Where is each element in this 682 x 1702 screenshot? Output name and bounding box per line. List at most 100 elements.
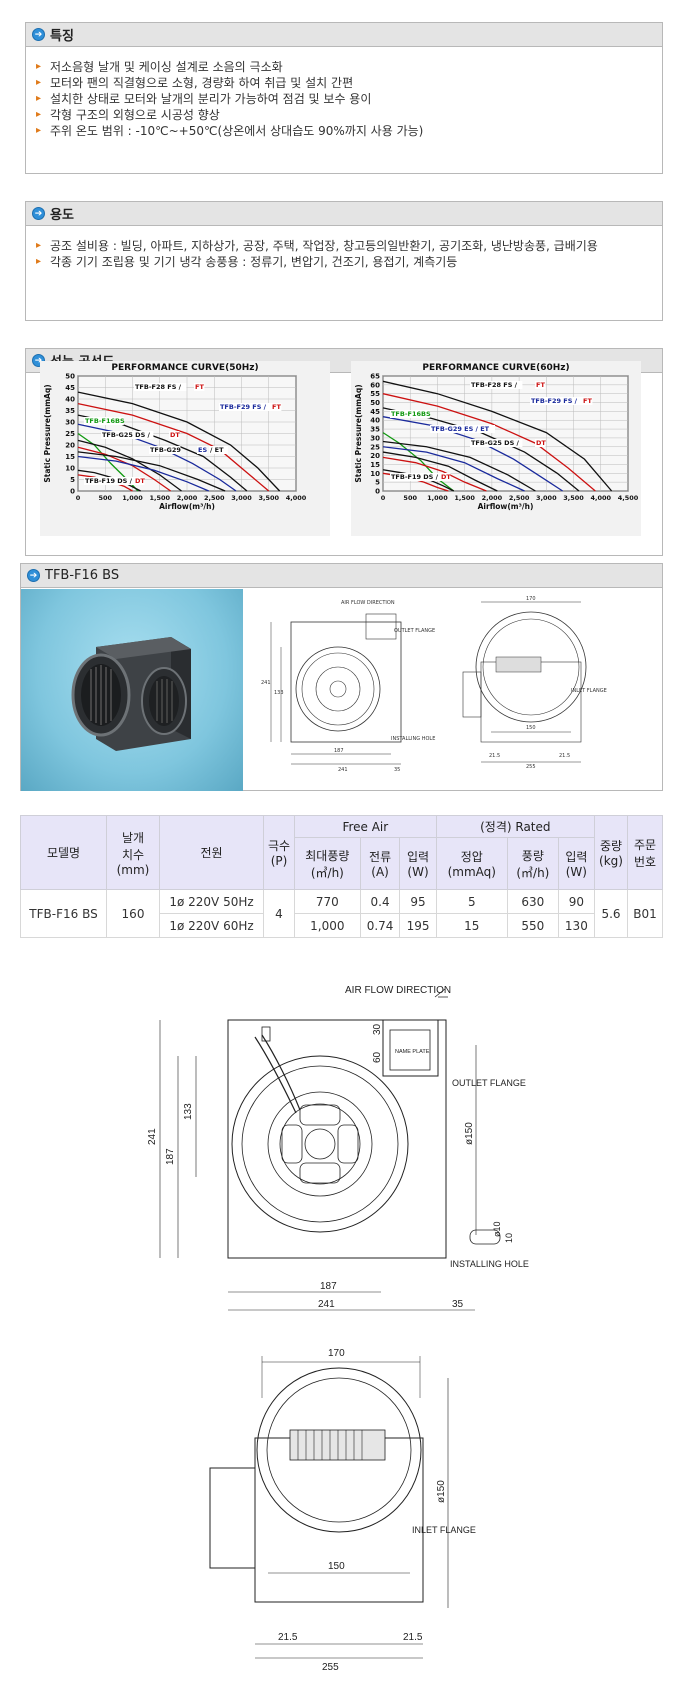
chart-title: PERFORMANCE CURVE(50Hz) <box>111 363 259 373</box>
series-label-bg <box>535 381 546 389</box>
dim-187-horizontal: 187 <box>320 1281 337 1292</box>
series-label-bg <box>390 410 430 418</box>
y-tick-label: 35 <box>65 407 75 415</box>
header-rated: (정격) Rated <box>435 815 596 838</box>
y-tick-label: 10 <box>65 465 75 473</box>
cell-current: 0.4 <box>359 889 401 914</box>
dim-187-vertical: 187 <box>165 1148 176 1165</box>
triangle-icon: ▸ <box>36 61 42 72</box>
cell-input2: 130 <box>557 913 596 938</box>
dim-241-bottom: 241 <box>338 767 348 773</box>
dim-241: 241 <box>261 680 271 686</box>
plot-area <box>382 375 629 492</box>
series-label-bg <box>84 477 137 485</box>
y-tick-label: 25 <box>65 430 75 438</box>
x-tick-label: 3,000 <box>231 494 252 502</box>
header-model: 모델명 <box>20 815 107 890</box>
series-label: DT <box>135 477 145 485</box>
cell-airflow: 630 <box>506 889 559 914</box>
usage-title: 용도 <box>50 208 74 223</box>
series-label: TFB-G29 <box>150 446 181 454</box>
outlet-flange-label: OUTLET FLANGE <box>394 628 435 634</box>
x-tick-label: 2,000 <box>482 494 503 502</box>
dim-241-vertical: 241 <box>147 1128 158 1145</box>
y-tick-label: 15 <box>370 461 380 469</box>
x-tick-label: 500 <box>98 494 112 502</box>
series-label: TFB-G25 DS / <box>471 439 520 447</box>
series-line <box>382 456 487 492</box>
series-label: TFB-F28 FS / <box>135 383 182 391</box>
dim-30: 30 <box>372 1023 383 1035</box>
features-list: ▸저소음형 날개 및 케이싱 설계로 소음의 극소화 ▸모터와 팬의 직결형으로… <box>26 47 662 139</box>
y-tick-label: 30 <box>370 434 380 442</box>
features-header: ➔ 특징 <box>26 23 662 47</box>
fan-photo-svg <box>71 637 191 751</box>
x-tick-label: 500 <box>403 494 417 502</box>
cell-input: 195 <box>399 913 437 938</box>
header-free-air: Free Air <box>294 815 437 838</box>
front-drawing-small: AIR FLOW DIRECTION 241 133 187 241 35 OU… <box>261 600 435 773</box>
header-input: 입력(W) <box>399 837 437 890</box>
inlet-flange-label: INLET FLANGE <box>571 688 607 694</box>
series-label-bg <box>101 431 154 439</box>
chart-title: PERFORMANCE CURVE(60Hz) <box>422 363 570 373</box>
header-input2: 입력(W) <box>557 837 596 890</box>
model-header: ➔ TFB-F16 BS <box>21 564 662 588</box>
x-tick-label: 2,500 <box>509 494 530 502</box>
series-label-bg <box>535 439 546 447</box>
cell-power: 1ø 220V 60Hz <box>159 913 264 938</box>
dim-170: 170 <box>526 596 536 602</box>
dim-21-5-right: 21.5 <box>403 1632 423 1643</box>
x-tick-label: 2,000 <box>177 494 198 502</box>
cell-max-airflow: 1,000 <box>294 913 361 938</box>
series-line <box>382 451 498 492</box>
dim-10: 10 <box>504 1233 514 1243</box>
cell-static: 5 <box>435 889 508 914</box>
dim-21-5-left: 21.5 <box>278 1632 298 1643</box>
y-tick-label: 5 <box>375 479 380 487</box>
dim-150: 150 <box>526 725 536 731</box>
series-line <box>77 439 182 492</box>
x-tick-label: 1,000 <box>427 494 448 502</box>
series-label: ES <box>198 446 207 454</box>
series-line <box>77 402 270 492</box>
header-power: 전원 <box>159 815 264 890</box>
x-tick-label: 1,000 <box>122 494 143 502</box>
dim-187: 187 <box>334 748 344 754</box>
series-line <box>382 416 564 492</box>
series-line <box>77 391 281 492</box>
outlet-flange-label: OUTLET FLANGE <box>452 1078 526 1088</box>
series-label: TFB-F16BS <box>391 410 431 418</box>
series-line <box>382 440 536 492</box>
dim-150-diameter: ø150 <box>464 1122 475 1145</box>
cell-static: 15 <box>435 913 508 938</box>
list-item: ▸모터와 팬의 직결형으로 소형, 경량화 하여 취급 및 설치 간편 <box>36 76 354 90</box>
dim-255: 255 <box>526 764 536 770</box>
y-tick-label: 50 <box>65 373 75 381</box>
series-line <box>382 432 455 492</box>
y-tick-label: 55 <box>370 390 380 398</box>
series-label: TFB-F19 DS / <box>85 477 133 485</box>
cell-input2: 90 <box>557 889 596 914</box>
series-label-bg <box>582 397 593 405</box>
y-tick-label: 65 <box>370 373 380 381</box>
series-label-bg <box>430 425 495 433</box>
cell-poles: 4 <box>263 889 295 938</box>
header-weight: 중량(kg) <box>594 815 628 890</box>
y-tick-label: 35 <box>370 426 380 434</box>
header-static: 정압(mmAq) <box>435 837 508 890</box>
dim-60: 60 <box>372 1051 383 1063</box>
cell-power: 1ø 220V 50Hz <box>159 889 264 914</box>
name-plate-label: NAME PLATE <box>395 1049 430 1055</box>
dim-35: 35 <box>452 1299 464 1310</box>
series-label-bg <box>530 397 583 405</box>
model-title: TFB-F16 BS <box>45 568 120 583</box>
x-tick-label: 3,500 <box>563 494 584 502</box>
series-label-bg <box>271 403 282 411</box>
series-label-bg <box>194 383 205 391</box>
